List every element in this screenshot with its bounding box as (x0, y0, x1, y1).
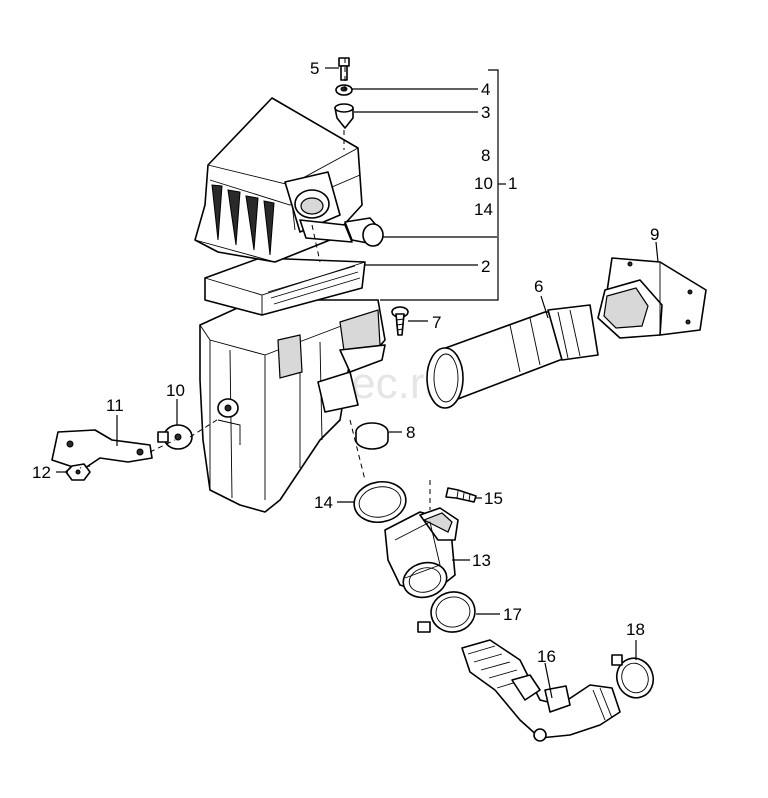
callout-3: 3 (481, 103, 490, 122)
callout-17: 17 (503, 605, 522, 624)
callout-1: 1 (508, 174, 517, 193)
intake-hose-16 (461, 639, 621, 742)
callout-labels: 5 4 3 8 10 1 14 2 6 9 7 8 11 10 12 14 15… (32, 59, 659, 666)
callout-5: 5 (310, 59, 319, 78)
callout-10-group: 10 (474, 174, 493, 193)
intake-hose-6 (426, 304, 599, 409)
callout-11: 11 (106, 396, 124, 415)
callout-18: 18 (626, 620, 645, 639)
washer-4 (335, 84, 353, 96)
rubber-bush-10 (157, 424, 193, 450)
screw-7 (391, 306, 409, 336)
intake-snorkel-9 (597, 257, 707, 339)
air-filter-upper-lid (194, 97, 384, 263)
air-mass-meter-13 (384, 507, 459, 599)
bracket-11 (51, 429, 153, 471)
callout-9: 9 (650, 225, 659, 244)
callout-4: 4 (481, 80, 490, 99)
hose-clamp-18 (611, 654, 655, 699)
callout-14: 14 (314, 493, 333, 512)
callout-8: 8 (406, 423, 415, 442)
callout-10: 10 (166, 381, 185, 400)
bolt-5 (338, 57, 350, 81)
grommet-3 (334, 103, 354, 129)
callout-8-group: 8 (481, 146, 490, 165)
callout-15: 15 (484, 489, 503, 508)
seal-ring-14 (353, 480, 407, 524)
leader-lines (56, 58, 659, 699)
callout-16: 16 (537, 647, 556, 666)
callout-13: 13 (472, 551, 491, 570)
plug-8 (355, 422, 389, 450)
callout-6: 6 (534, 277, 543, 296)
callout-7: 7 (432, 313, 441, 332)
callout-12: 12 (32, 463, 51, 482)
screw-15 (445, 487, 477, 503)
hose-clamp-17 (417, 591, 476, 633)
callout-2: 2 (481, 257, 490, 276)
callout-14-group: 14 (474, 200, 493, 219)
air-filter-lower-housing (199, 299, 386, 513)
